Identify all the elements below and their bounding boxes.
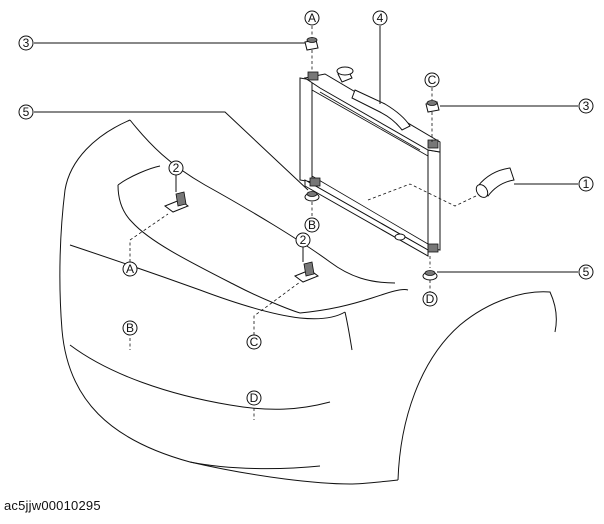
callout-1: 1 bbox=[578, 176, 594, 192]
callout-5-left-label: 5 bbox=[23, 105, 30, 119]
mount-point-c-body-label: C bbox=[250, 335, 259, 349]
mount-point-d-panel: D bbox=[246, 390, 262, 406]
callout-5-right: 5 bbox=[578, 264, 594, 280]
callout-3-left-label: 3 bbox=[23, 36, 30, 50]
mount-point-a-body-label: A bbox=[126, 262, 134, 276]
mount-point-a-body: A bbox=[122, 261, 138, 277]
callout-3-right: 3 bbox=[578, 98, 594, 114]
callout-5-right-label: 5 bbox=[583, 265, 590, 279]
callout-4: 4 bbox=[372, 10, 388, 26]
mount-point-b-radiator: B bbox=[304, 217, 320, 233]
mount-point-a-top-label: A bbox=[308, 11, 316, 25]
upper-bracket-a bbox=[304, 37, 319, 51]
callout-2-center-label: 2 bbox=[300, 233, 307, 247]
callout-2-center: 2 bbox=[295, 232, 311, 248]
radiator bbox=[299, 66, 441, 257]
callout-3-left: 3 bbox=[18, 35, 34, 51]
callout-2-left: 2 bbox=[168, 160, 184, 176]
mount-point-b-panel: B bbox=[122, 320, 138, 336]
figure-caption: ac5jjw00010295 bbox=[4, 498, 101, 513]
mounting-bracket-a bbox=[163, 191, 190, 213]
front-body-panel bbox=[59, 119, 557, 485]
upper-bracket-c bbox=[425, 100, 440, 113]
mount-point-d-radiator: D bbox=[422, 291, 438, 307]
mount-point-a-top: A bbox=[304, 10, 320, 26]
mount-point-c-top-label: C bbox=[428, 73, 437, 87]
radiator-hose bbox=[475, 167, 515, 198]
lower-insulator-d bbox=[422, 270, 438, 281]
mount-point-c-body: C bbox=[246, 334, 262, 350]
callout-5-left: 5 bbox=[18, 104, 34, 120]
mount-point-b-radiator-label: B bbox=[308, 218, 316, 232]
mounting-bracket-c bbox=[293, 261, 320, 283]
lower-insulator-b bbox=[304, 191, 320, 202]
callout-2-left-label: 2 bbox=[173, 161, 180, 175]
callout-4-label: 4 bbox=[377, 11, 384, 25]
mount-point-c-top: C bbox=[424, 72, 440, 88]
callout-3-right-label: 3 bbox=[583, 99, 590, 113]
mount-point-d-radiator-label: D bbox=[426, 292, 435, 306]
mount-point-b-panel-label: B bbox=[126, 321, 134, 335]
mount-point-d-panel-label: D bbox=[250, 391, 259, 405]
leader-lines bbox=[34, 26, 578, 420]
callout-1-label: 1 bbox=[583, 177, 590, 191]
